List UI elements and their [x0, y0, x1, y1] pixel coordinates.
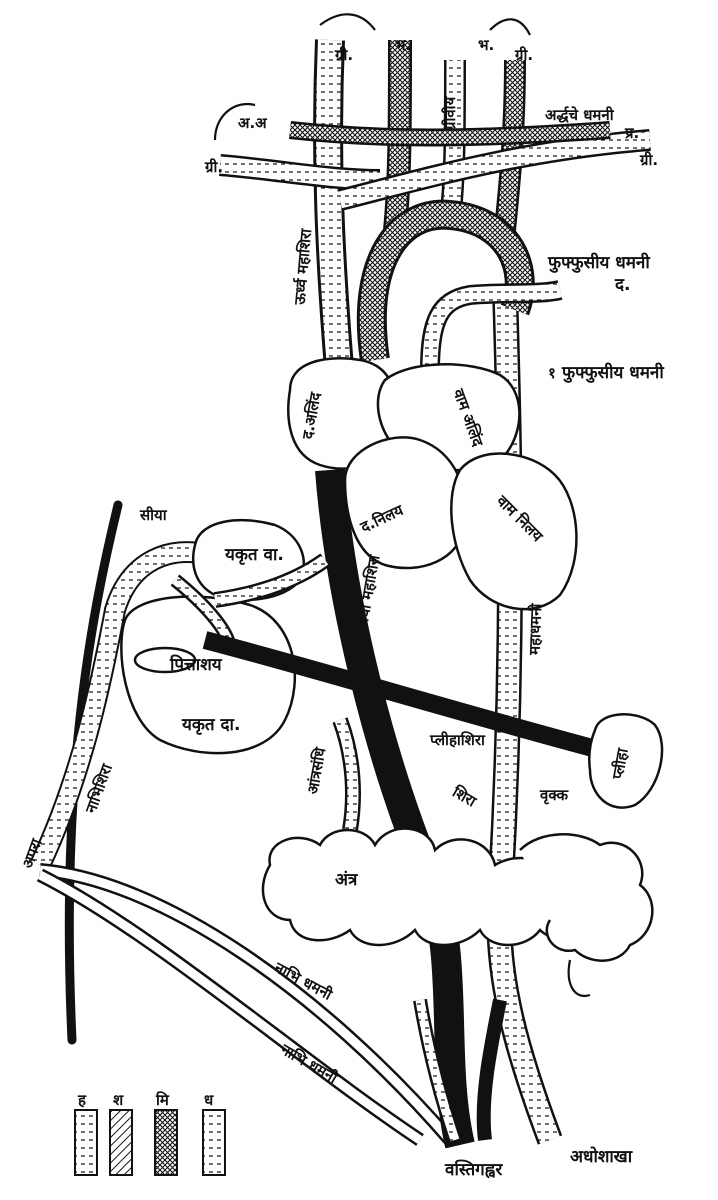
label-hepatic-vein: सीया: [139, 506, 168, 524]
label-pulmonary-artery-sub: द.: [614, 275, 631, 295]
label-pulmonary-vein: फुफ्फुसीय धमनी: [561, 362, 664, 383]
label-intestine: अंत्र: [335, 870, 358, 890]
label-subclavian: अ.अ: [238, 114, 267, 132]
key-swatch-2: [110, 1110, 132, 1175]
key-label-2: श: [113, 1091, 124, 1109]
label-splenic-vein: प्लीहाशिरा: [429, 731, 486, 749]
label-svc: ऊर्ध्व महाशिरा: [291, 227, 316, 306]
arrow-top-right: [490, 19, 530, 35]
intestine-end: [569, 960, 590, 996]
key-label-4: ध: [204, 1091, 214, 1109]
label-aortic-arch-top-left: ग्री.: [204, 158, 223, 176]
label-aorta: महाधमनी: [525, 602, 545, 656]
key-label-3: मि: [155, 1091, 170, 1109]
label-renal: वृक्क: [539, 786, 570, 805]
key-swatch-3: [155, 1110, 177, 1175]
left-ventricle: [451, 454, 576, 610]
key-swatch-1: [75, 1110, 97, 1175]
right-ventricle: [345, 437, 466, 568]
key-swatch-4: [203, 1110, 225, 1175]
label-lower-limb: अधोशाखा: [570, 1146, 633, 1167]
label-top-2: भ.: [395, 36, 411, 54]
label-liver-right-lobe: यकृत वा.: [224, 545, 284, 565]
label-carotid: ग्रीवीय: [441, 95, 459, 131]
label-liver-left-lobe: यकृत दा.: [181, 715, 240, 735]
label-pulmonary-artery: फुफ्फुसीय धमनी: [547, 252, 650, 273]
label-top-1: ग्री.: [334, 46, 353, 64]
legend-key: ह श मि ध: [75, 1091, 225, 1175]
label-right-1: अर्द्धचे धमनी: [545, 106, 615, 124]
label-hypogastric: वस्तिगह्वर: [444, 1159, 503, 1180]
key-label-1: ह: [77, 1091, 87, 1109]
label-right-3: ग्री.: [639, 151, 658, 169]
arrow-top-left: [320, 14, 375, 30]
label-top-3: भ.: [478, 36, 494, 54]
label-pulmonary-vein-num: १: [548, 364, 556, 382]
label-gall-bladder: पित्ताशय: [169, 654, 223, 675]
label-mesenteric: आंत्रसंधि: [304, 745, 330, 795]
label-portal-vein: शिरा: [448, 782, 480, 811]
label-right-2: प्र.: [624, 124, 639, 142]
label-top-4: ग्री.: [514, 46, 533, 64]
label-umbilical-arteries-2: नाभि धमनी: [277, 1040, 342, 1088]
